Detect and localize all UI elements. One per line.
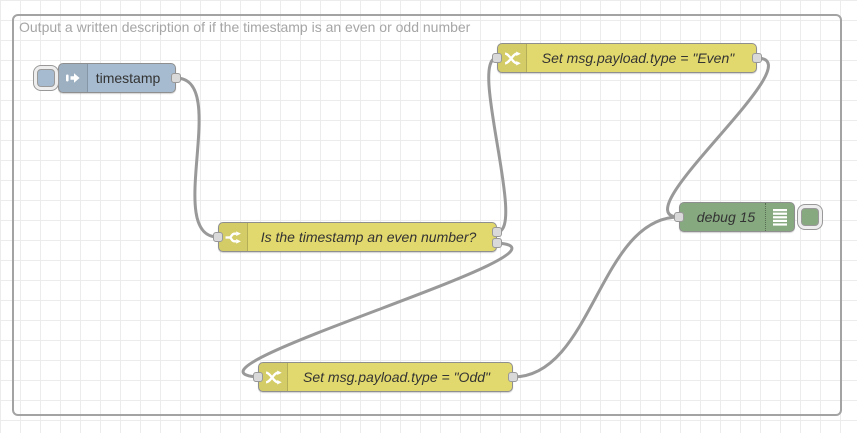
wire-switch-out1-to-change-even[interactable] [487, 56, 508, 234]
switch-icon-band [219, 223, 248, 251]
console-list-icon [773, 209, 787, 226]
change-even-output-port[interactable] [752, 53, 762, 63]
inject-button-fill [37, 69, 55, 87]
debug-input-port[interactable] [674, 212, 684, 222]
switch-output-port-1[interactable] [492, 227, 502, 237]
change-odd-output-port[interactable] [508, 372, 518, 382]
node-change-odd[interactable]: Set msg.payload.type = "Odd" [258, 362, 513, 392]
inject-button[interactable] [33, 65, 59, 91]
wire-inject-to-switch[interactable] [174, 76, 220, 239]
node-change-even[interactable]: Set msg.payload.type = "Even" [497, 43, 757, 73]
change-odd-node-label: Set msg.payload.type = "Odd" [303, 369, 490, 385]
inject-icon-band [59, 64, 88, 92]
debug-toggle-fill [801, 208, 819, 226]
switch-node-label: Is the timestamp an even number? [260, 229, 477, 245]
switch-output-port-2[interactable] [492, 238, 502, 248]
change-odd-input-port[interactable] [253, 372, 263, 382]
shuffle-icon [265, 369, 282, 385]
node-group[interactable]: Output a written description of if the t… [12, 14, 842, 416]
change-even-node-label: Set msg.payload.type = "Even" [541, 50, 735, 66]
wire-switch-out2-to-change-odd[interactable] [241, 241, 514, 379]
debug-toggle-button[interactable] [797, 204, 823, 230]
debug-node-label: debug 15 [696, 209, 756, 225]
change-even-input-port[interactable] [492, 53, 502, 63]
group-label: Output a written description of if the t… [19, 19, 471, 35]
change-odd-icon-band [259, 363, 288, 391]
inject-node-label: timestamp [95, 70, 161, 86]
shuffle-icon [504, 50, 521, 66]
switch-input-port[interactable] [213, 232, 223, 242]
wire-change-even-to-debug[interactable] [666, 56, 770, 219]
change-even-icon-band [498, 44, 527, 72]
arrow-in-icon [66, 73, 80, 83]
fork-icon [225, 230, 241, 244]
node-inject-timestamp[interactable]: timestamp [58, 63, 176, 93]
inject-output-port[interactable] [171, 73, 181, 83]
node-switch[interactable]: Is the timestamp an even number? [218, 222, 497, 252]
debug-icon-band [765, 203, 794, 231]
node-debug[interactable]: debug 15 [679, 202, 795, 232]
wire-change-odd-to-debug[interactable] [511, 215, 681, 379]
